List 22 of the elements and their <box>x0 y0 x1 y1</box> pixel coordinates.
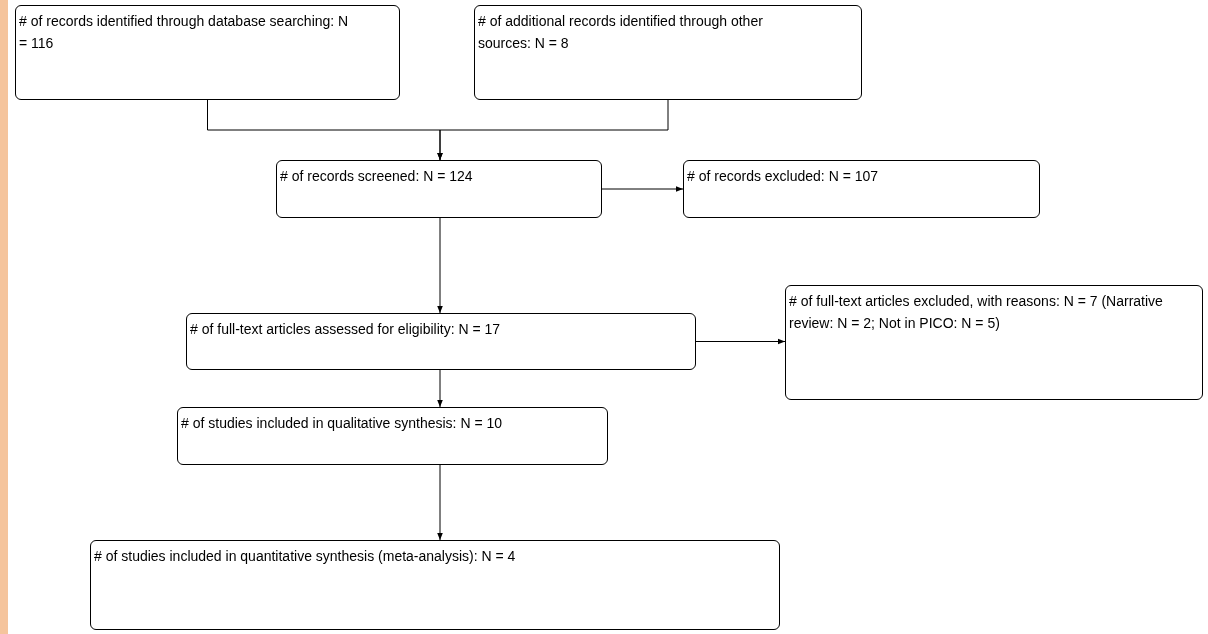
box-text: # of full-text articles excluded, with reasons: N = 7 (Narrative review: N = 2; Not in PICO: N = 5) <box>789 292 1164 333</box>
process-box <box>177 407 608 465</box>
process-box <box>683 160 1040 218</box>
process-box <box>785 285 1203 400</box>
box-text: # of records screened: N = 124 <box>280 167 474 186</box>
box-text: # of full-text articles assessed for eligibility: N = 17 <box>190 320 502 339</box>
arrow <box>695 338 786 345</box>
process-box <box>276 160 602 218</box>
box-text: # of records excluded: N = 107 <box>687 167 880 186</box>
box-text: # of studies included in qualitative synthesis: N = 10 <box>181 414 504 433</box>
process-box <box>186 313 696 370</box>
arrow <box>437 369 443 408</box>
box-text: # of records identified through database searching: N = 116 <box>19 12 349 53</box>
arrow <box>601 186 684 192</box>
arrow <box>437 99 669 161</box>
arrow <box>437 217 443 314</box>
box-text: # of studies included in quantitative synthesis (meta-analysis): N = 4 <box>94 547 517 566</box>
arrow <box>437 464 443 541</box>
process-box <box>90 540 780 630</box>
process-box <box>15 5 400 100</box>
process-box <box>474 5 862 100</box>
box-text: # of additional records identified through other sources: N = 8 <box>478 12 764 53</box>
